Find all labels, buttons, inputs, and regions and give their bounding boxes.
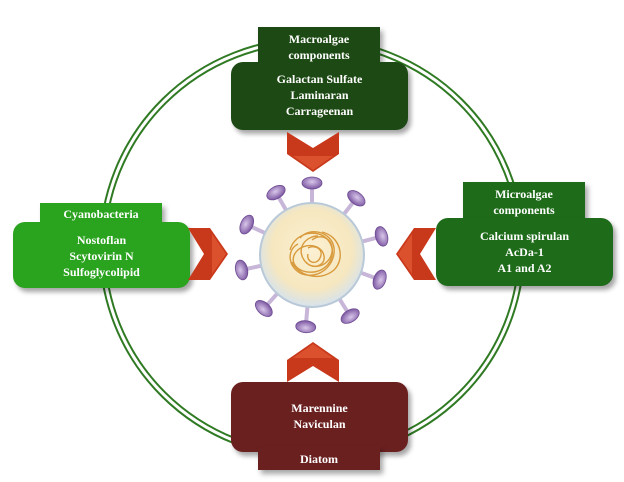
diatom-box: Marennine Naviculan: [231, 382, 408, 452]
microalgae-item: Calcium spirulan: [479, 229, 569, 243]
cyanobacteria-item: Scytovirin N: [69, 249, 134, 263]
microalgae-title-line1: Microalgae: [495, 187, 553, 201]
spike-head: [254, 300, 273, 317]
diatom-title: Diatom: [300, 452, 338, 466]
chevron-arrow-icon-right: [188, 228, 228, 280]
macroalgae-title-line2: components: [288, 48, 350, 62]
spike-head: [234, 259, 249, 281]
cyanobacteria-item: Nostoflan: [76, 233, 127, 247]
macroalgae-item: Galactan Sulfate: [276, 72, 363, 86]
macroalgae-box: Galactan Sulfate Laminaran Carrageenan: [231, 62, 408, 130]
chevron-arrow-icon-left: [396, 228, 436, 280]
macroalgae-item: Carrageenan: [285, 104, 354, 118]
viral-rna: [289, 230, 341, 278]
microalgae-item: A1 and A2: [497, 261, 552, 275]
diatom-item: Naviculan: [293, 417, 346, 431]
microalgae-title-line2: components: [493, 203, 555, 217]
macroalgae-item: Laminaran: [290, 88, 349, 102]
cyanobacteria-item: Sulfoglycolipid: [63, 265, 140, 279]
cyanobacteria-title: Cyanobacteria: [63, 207, 139, 221]
spike-head: [374, 226, 389, 247]
spike-head: [347, 190, 366, 207]
spike-head: [266, 185, 286, 201]
diatom-title-tab: Diatom: [258, 446, 380, 470]
microalgae-box: Calcium spirulan AcDa-1 A1 and A2: [436, 218, 613, 286]
cyanobacteria-box: Nostoflan Scytovirin N Sulfoglycolipid: [13, 222, 190, 288]
spike-head: [239, 214, 255, 235]
microalgae-item: AcDa-1: [505, 245, 544, 259]
virus-spikes: [234, 176, 389, 334]
chevron-arrow-icon-down: [287, 132, 339, 172]
spike-head: [301, 176, 323, 190]
spike-head: [372, 269, 387, 290]
chevron-arrow-icon-up: [287, 342, 339, 382]
macroalgae-title-line1: Macroalgae: [288, 32, 350, 46]
microalgae-title-tab: Microalgae components: [463, 182, 585, 224]
virus-capsid: [259, 202, 365, 308]
diatom-item: Marennine: [291, 401, 348, 415]
macroalgae-title-tab: Macroalgae components: [258, 27, 380, 67]
spike-head: [295, 320, 317, 334]
spike-head: [340, 308, 360, 324]
